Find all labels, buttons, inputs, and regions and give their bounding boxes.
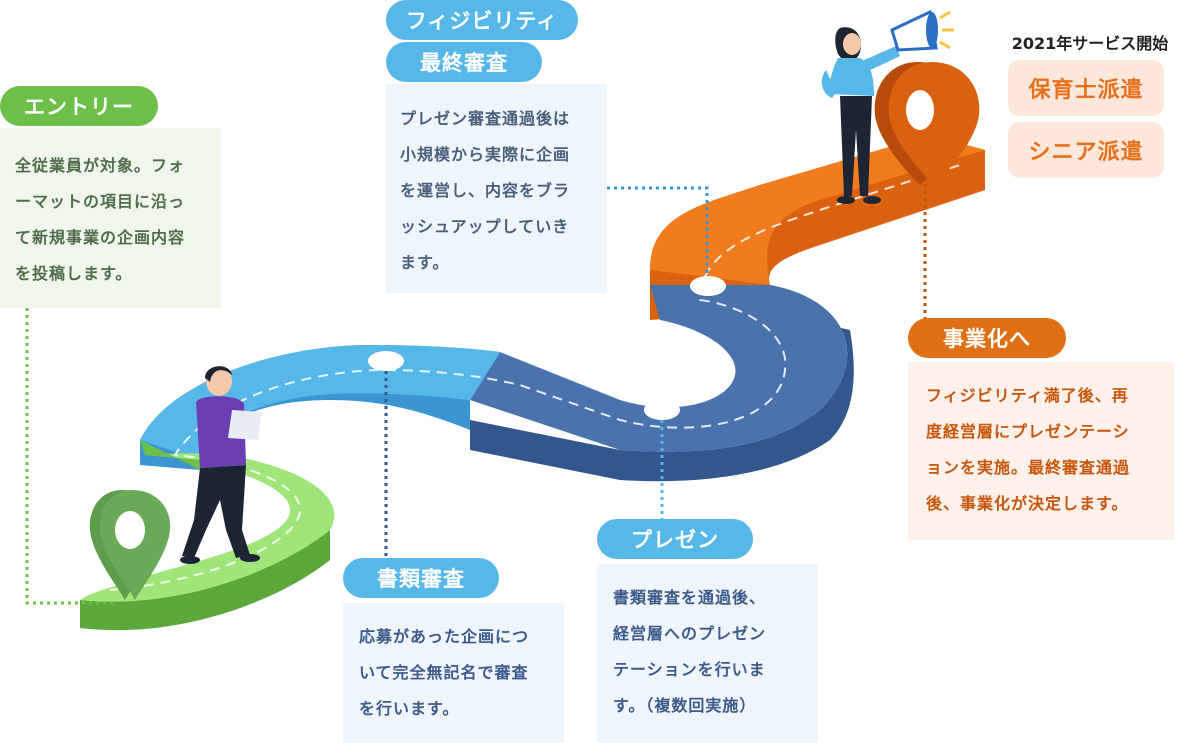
connector-feasibility <box>607 186 709 276</box>
stage-title-feasibility: フィジビリティ <box>386 0 578 40</box>
stage-text-line: を運営し、内容をブラ <box>400 181 571 200</box>
stage-description-commercialization: フィジビリティ満了後、再 度経営層にプレゼンテーシ ョンを実施。最終審査通過 後… <box>908 362 1174 540</box>
service-item-childcare: 保育士派遣 <box>1008 60 1164 116</box>
stage-text-line: プレゼン審査通過後は <box>400 109 571 128</box>
stage-text-line: て新規事業の企画内容 <box>15 228 186 247</box>
marker-presentation <box>644 400 680 420</box>
marker-feasibility <box>690 276 726 296</box>
stage-title-presentation: プレゼン <box>597 519 753 559</box>
stage-description-presentation: 書類審査を通過後、 経営層へのプレゼン テーションを行いま す。（複数回実施） <box>597 564 818 743</box>
stage-text-line: を投稿します。 <box>15 264 133 283</box>
stage-text-line: フィジビリティ満了後、再 <box>926 386 1129 405</box>
orange-pin-icon <box>874 62 980 185</box>
stage-text-line: を行います。 <box>359 699 460 718</box>
stage-text-line: 全従業員が対象。フォ <box>15 156 186 175</box>
stage-text-line: 経営層へのプレゼン <box>613 624 767 643</box>
road-segment-orange <box>650 135 985 320</box>
stage-text-line: 後、事業化が決定します。 <box>926 494 1129 513</box>
stage-text-line: ーマットの項目に沿っ <box>15 192 186 211</box>
stage-text-line: ョンを実施。最終審査通過 <box>926 458 1131 477</box>
stage-description-entry: 全従業員が対象。フォ ーマットの項目に沿っ て新規事業の企画内容 を投稿します。 <box>0 128 221 308</box>
woman-with-megaphone-icon <box>821 9 954 204</box>
stage-description-document-review: 応募があった企画につ いて完全無記名で審査 を行います。 <box>343 603 564 743</box>
road-segment-green <box>80 440 335 631</box>
stage-text-line: 度経営層にプレゼンテーシ <box>926 422 1130 441</box>
stage-text-line: 応募があった企画につ <box>359 627 530 646</box>
person-with-tablet-icon <box>180 366 262 564</box>
stage-title-entry: エントリー <box>0 86 158 126</box>
stage-text-line: いて完全無記名で審査 <box>359 663 529 682</box>
stage-text-line: テーションを行いま <box>613 660 766 679</box>
road-segment-light-blue <box>140 345 500 470</box>
stage-text-line: ッシュアップしていき <box>400 217 570 236</box>
marker-document-review <box>368 351 404 371</box>
service-start-label: 2021年サービス開始 <box>1011 34 1169 53</box>
stage-subtitle-feasibility: 最終審査 <box>386 42 542 82</box>
stage-title-commercialization: 事業化へ <box>908 318 1066 358</box>
stage-text-line: す。（複数回実施） <box>613 696 757 715</box>
service-item-senior: シニア派遣 <box>1008 122 1164 178</box>
stage-title-document-review: 書類審査 <box>343 558 499 598</box>
connector-entry <box>25 308 115 605</box>
stage-text-line: 小規模から実際に企画 <box>400 145 571 164</box>
stage-text-line: ます。 <box>400 253 450 272</box>
stage-description-feasibility: プレゼン審査通過後は 小規模から実際に企画 を運営し、内容をブラ ッシュアップし… <box>386 84 607 293</box>
road-segment-navy <box>470 285 854 482</box>
stage-text-line: 書類審査を通過後、 <box>613 588 767 607</box>
green-pin-icon <box>89 490 171 600</box>
